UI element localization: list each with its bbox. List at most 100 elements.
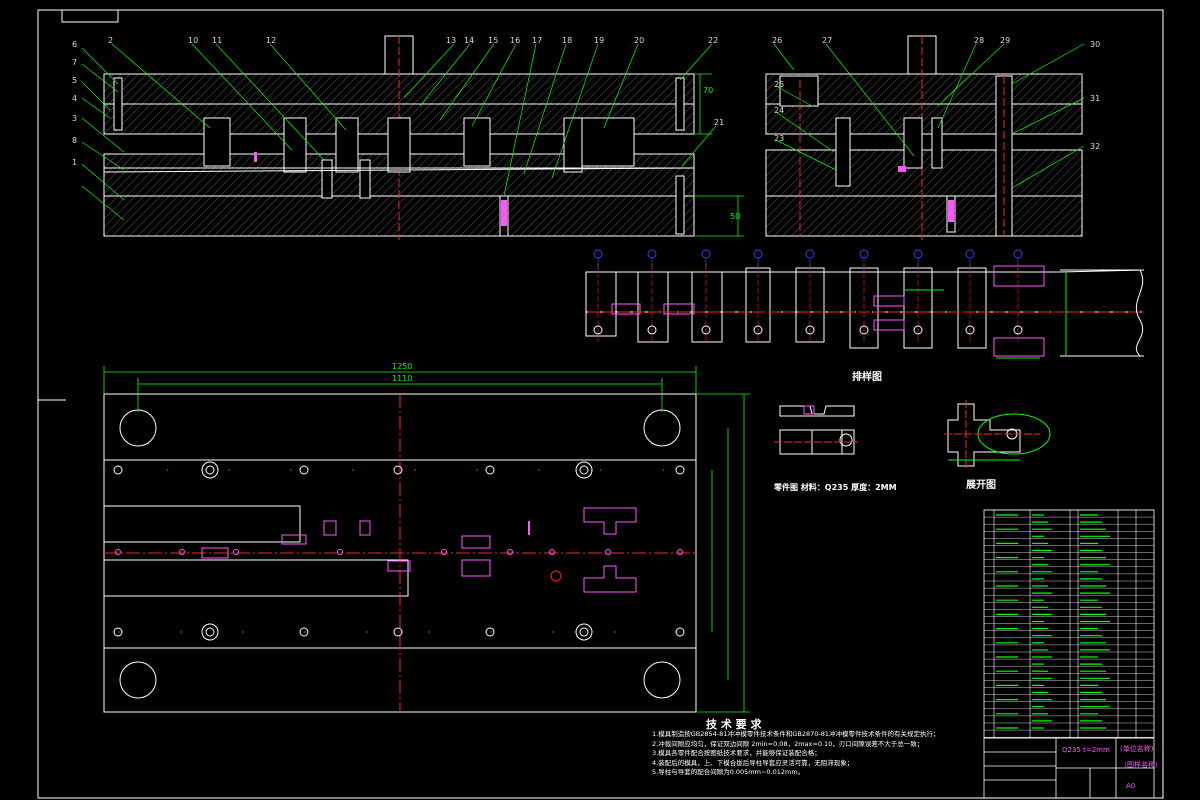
part-callout-3: 3	[72, 114, 78, 123]
title-block-sheet: A0	[1126, 782, 1136, 790]
pilot-hole	[965, 325, 975, 335]
tech-req-line: 4.装配后的模具，上、下模合拢后导柱导套应灵活可靠，无阻滞现象；	[652, 758, 854, 767]
station-marker	[753, 249, 763, 259]
part-callout-31: 31	[1090, 94, 1101, 103]
part-callout-13: 13	[446, 36, 457, 45]
screw-hole	[579, 627, 589, 637]
part-callout-2: 2	[108, 36, 114, 45]
part-callout-4: 4	[72, 94, 78, 103]
station-marker	[647, 249, 657, 259]
station-marker	[701, 249, 711, 259]
pilot-hole	[805, 325, 815, 335]
pilot-hole	[913, 325, 923, 335]
dim-overall-width: 1250	[392, 362, 413, 371]
screw-hole	[485, 627, 495, 637]
screw-hole	[205, 627, 215, 637]
unfold-drawing	[944, 400, 1051, 470]
title-block-drawing-name: （图样名称）	[1120, 761, 1162, 769]
pilot-pin-hole	[337, 549, 343, 555]
pilot-pin-hole	[507, 549, 513, 555]
dowel-hole	[575, 623, 593, 641]
station-marker	[593, 249, 603, 259]
unfold-drawing-title: 展开图	[966, 480, 996, 491]
part-callout-29: 29	[1000, 36, 1011, 45]
plan-dimensions	[103, 366, 750, 713]
part-callout-32: 32	[1090, 142, 1101, 151]
pilot-hole	[593, 325, 603, 335]
sheet-title-tab	[61, 9, 119, 23]
pilot-hole	[647, 325, 657, 335]
part-callout-20: 20	[634, 36, 645, 45]
pilot-pin-hole	[115, 549, 121, 555]
station-marker	[965, 249, 975, 259]
station-marker	[1013, 249, 1023, 259]
pilot-pin-hole	[549, 549, 555, 555]
screw-hole	[675, 627, 685, 637]
pilot-pin-hole	[179, 549, 185, 555]
dowel-hole	[575, 461, 593, 479]
front-dimensions	[694, 73, 744, 237]
screw-hole	[393, 465, 403, 475]
strip-layout-title: 排样图	[852, 372, 882, 383]
pilot-hole	[1013, 325, 1023, 335]
part-callout-8: 8	[72, 136, 78, 145]
part-callout-16: 16	[510, 36, 521, 45]
sheet-outer-border	[37, 9, 1164, 799]
strip-holes	[593, 325, 1023, 335]
part-callout-5: 5	[72, 76, 78, 85]
part-callout-19: 19	[594, 36, 605, 45]
strip-layout-view	[585, 265, 1145, 359]
station-marker	[913, 249, 923, 259]
title-block-company: (单位名称)	[1120, 745, 1154, 753]
screw-hole	[393, 627, 403, 637]
part-callout-24: 24	[774, 106, 785, 115]
part-callout-23: 23	[774, 134, 785, 143]
leader-lines	[81, 43, 1085, 221]
plan-holes	[113, 461, 685, 641]
title-block-material: Q235 t=2mm	[1062, 746, 1110, 754]
pilot-pin-hole	[233, 549, 239, 555]
part-callout-1: 1	[72, 158, 78, 167]
part-callout-14: 14	[464, 36, 475, 45]
screw-hole	[205, 465, 215, 475]
pilot-hole	[859, 325, 869, 335]
screw-hole	[113, 627, 123, 637]
part-callout-25: 25	[774, 80, 785, 89]
dim-upper-height: 70	[703, 86, 714, 95]
dim-lower-height: 50	[730, 212, 741, 221]
bill-of-materials-table	[983, 509, 1155, 739]
part-drawing-title: 零件图 材料：Q235 厚度：2MM	[774, 483, 897, 492]
part-callout-27: 27	[822, 36, 833, 45]
pilot-pin-hole	[677, 549, 683, 555]
screw-hole	[579, 465, 589, 475]
pilot-pin-hole	[605, 549, 611, 555]
station-marker	[805, 249, 815, 259]
screw-hole	[299, 627, 309, 637]
dim-hole-spacing: 1110	[392, 374, 413, 383]
part-callout-26: 26	[772, 36, 783, 45]
part-callout-15: 15	[488, 36, 499, 45]
station-markers	[593, 249, 1023, 344]
tech-req-list: 1.模具制造按GB2854-81冲冲模零件技术条件和GB2870-81冲冲模零件…	[652, 730, 940, 778]
pilot-hole	[701, 325, 711, 335]
title-block	[983, 737, 1155, 799]
part-callout-17: 17	[532, 36, 543, 45]
station-marker	[859, 249, 869, 259]
part-callout-12: 12	[266, 36, 277, 45]
pilot-pin-hole	[441, 549, 447, 555]
dowel-hole	[201, 461, 219, 479]
part-callout-11: 11	[212, 36, 223, 45]
part-callout-21: 21	[714, 118, 725, 127]
tech-req-line: 1.模具制造按GB2854-81冲冲模零件技术条件和GB2870-81冲冲模零件…	[652, 730, 940, 738]
screw-hole	[485, 465, 495, 475]
part-callout-22: 22	[708, 36, 719, 45]
part-callout-18: 18	[562, 36, 573, 45]
screw-hole	[299, 465, 309, 475]
datum-hole	[550, 570, 562, 582]
part-callout-28: 28	[974, 36, 985, 45]
pilot-hole	[753, 325, 763, 335]
tech-req-heading: 技 术 要 求	[706, 718, 762, 731]
side-section-view	[765, 35, 1083, 240]
tech-req-line: 5.导柱与导套的配合间隙为0.005mm~0.012mm。	[652, 768, 805, 777]
